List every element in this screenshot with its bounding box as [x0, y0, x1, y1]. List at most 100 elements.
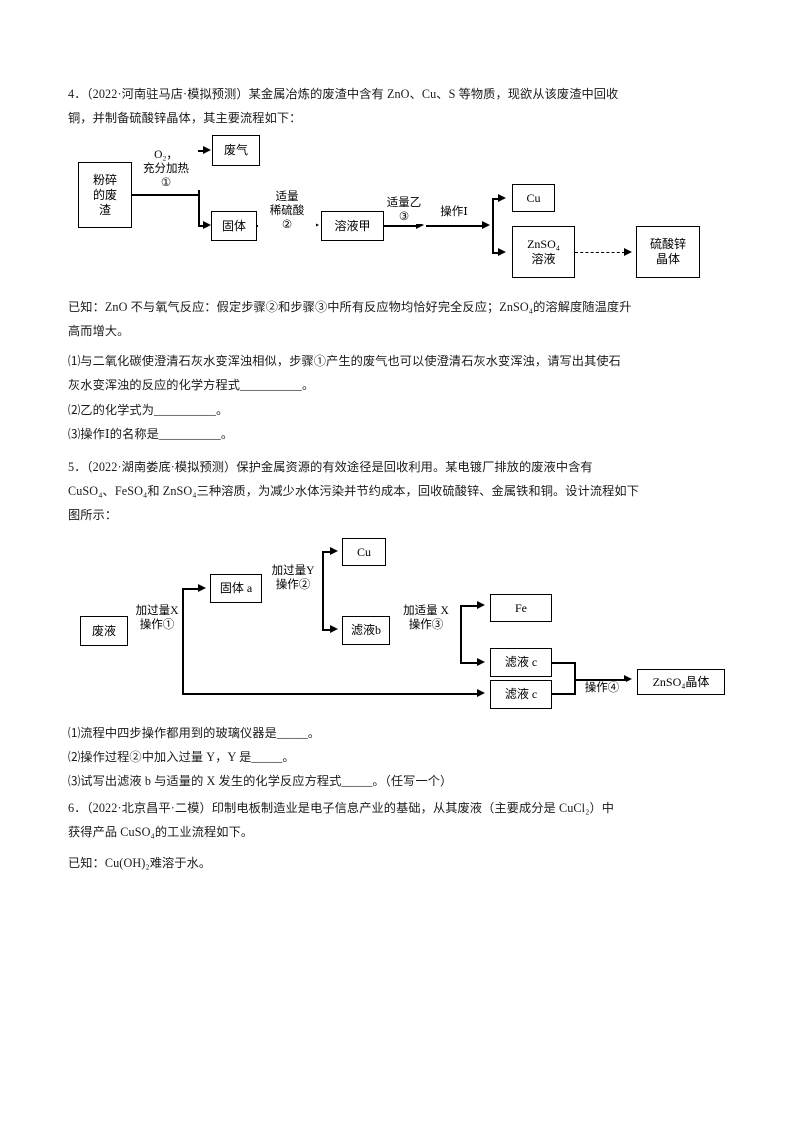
diagram1-line-to-solid	[198, 225, 206, 227]
waste-gas-line1: 废气	[223, 143, 248, 157]
op3-line2: 操作③	[408, 619, 444, 631]
diagram2-label-op3: 加适量 X 操作③	[390, 604, 462, 632]
diagram1-arrow-to-cu	[498, 194, 506, 202]
diagram2-arrow-to-znso4-crystal	[624, 675, 632, 683]
diagram2-line-merge-to-crystal	[574, 679, 626, 681]
diagram1-label-step2: 适量 稀硫酸 ②	[258, 190, 316, 232]
diagram2-arrow-to-fe	[477, 601, 485, 609]
diagram1-dashed-line-to-crystal	[575, 252, 625, 253]
diagram2-line-junction1-vertical	[182, 588, 184, 694]
diagram1-box-znso4-solution: ZnSO₄ 溶液	[512, 226, 575, 278]
filtrate-b-line1: 滤液b	[350, 623, 381, 637]
flow-diagram-1: 粉碎 的废 渣 O₂， 充分加热 ① 废气 固体 适量 稀硫酸	[0, 0, 794, 300]
diagram2-arrow-to-filtratec-lower	[477, 689, 485, 697]
znso4-crystal-line1: ZnSO₄晶体	[652, 674, 710, 689]
diagram2-label-op2: 加过量Y 操作②	[262, 564, 324, 592]
q4-stem-line1: 4．（2022·河南驻马店·模拟预测）某金属冶炼的废渣中含有 ZnO、Cu、S …	[68, 87, 619, 101]
q5-sub1: ⑴流程中四步操作都用到的玻璃仪器是_____。	[68, 726, 321, 740]
diagram1-line-solution-to-op	[384, 225, 418, 227]
diagram2-line-merge-lower	[552, 693, 576, 695]
diagram1-arrow-to-crystal	[624, 248, 632, 256]
diagram1-box-zinc-sulfate-crystal: 硫酸锌 晶体	[636, 226, 700, 278]
q4-sub2: ⑵乙的化学式为__________。	[68, 403, 229, 417]
step2-line3: ②	[281, 219, 293, 231]
diagram2-line-to-fe	[460, 605, 478, 607]
step2-line1: 适量	[275, 191, 299, 203]
diagram1-label-step3: 适量乙 ③	[384, 196, 424, 224]
q4-stem-line2: 铜，并制备硫酸锌晶体，其主要流程如下：	[68, 111, 302, 125]
diagram2-line-merge-vertical	[574, 662, 576, 695]
op3-line1: 加适量 X	[403, 605, 449, 617]
diagram2-arrow-to-filtrate-b	[330, 625, 338, 633]
diagram2-box-filtrate-c-upper: 滤液 c	[490, 648, 552, 677]
step1-line1: O₂，	[154, 149, 178, 161]
op2-line1: 加过量Y	[271, 565, 315, 577]
q5-sub3: ⑶试写出滤液 b 与适量的 X 发生的化学反应方程式_____。（任写一个）	[68, 774, 453, 788]
diagram1-arrow-step3	[416, 221, 424, 229]
diagram2-line-bottom-bypass	[182, 693, 478, 695]
diagram2-label-op4: 操作④	[578, 681, 626, 695]
operation1-line1: 操作Ⅰ	[440, 206, 468, 218]
diagram2-line-split2-vertical	[322, 551, 324, 631]
diagram2-box-cu: Cu	[342, 538, 386, 566]
diagram2-box-fe: Fe	[490, 594, 552, 622]
znso4-solution-line2: 溶液	[531, 252, 556, 266]
diagram1-arrow-to-znso4	[498, 248, 506, 256]
diagram1-label-step1: O₂， 充分加热 ①	[132, 148, 200, 190]
zinc-crystal-line1: 硫酸锌	[649, 237, 686, 251]
diagram1-label-operation1: 操作Ⅰ	[428, 205, 480, 219]
diagram1-line-split-vertical	[492, 198, 494, 254]
step1-line2: 充分加热	[143, 163, 189, 175]
diagram1-box-waste-gas: 废气	[212, 135, 260, 166]
raw-waste-line1: 粉碎	[92, 172, 117, 187]
diagram2-box-filtrate-b: 滤液b	[342, 616, 390, 645]
op1-line1: 加过量X	[135, 605, 179, 617]
cu2-line1: Cu	[356, 544, 371, 559]
diagram1-line-stem	[132, 194, 200, 196]
q5-stem-line1: 5．（2022·湖南娄底·模拟预测）保护金属资源的有效途径是回收利用。某电镀厂排…	[68, 460, 593, 474]
filtrate-c-lower-line1: 滤液 c	[504, 687, 538, 701]
diagram2-box-waste-liquid: 废液	[80, 616, 128, 646]
diagram1-line-to-znso4	[492, 252, 500, 254]
diagram1-box-solution-jia: 溶液甲	[321, 211, 384, 241]
fe-line1: Fe	[515, 600, 527, 615]
q4-sub1-line2: 灰水变浑浊的反应的化学方程式__________。	[68, 378, 315, 392]
cu-line1: Cu	[526, 190, 541, 205]
diagram2-box-filtrate-c-lower: 滤液 c	[490, 680, 552, 709]
step3-line1: 适量乙	[386, 197, 422, 209]
diagram2-arrow-to-cu2	[330, 547, 338, 555]
step2-line2: 稀硫酸	[269, 205, 305, 217]
diagram2-label-op1: 加过量X 操作①	[128, 604, 186, 632]
solution-jia-line1: 溶液甲	[334, 218, 371, 233]
diagram1-arrow-to-solid	[203, 221, 211, 229]
filtrate-c-upper-line1: 滤液 c	[504, 655, 538, 669]
q6-known-line1: 已知：Cu(OH)₂难溶于水。	[68, 856, 212, 870]
step1-line3: ①	[160, 177, 172, 189]
op4-line1: 操作④	[584, 682, 620, 694]
step3-line2: ③	[398, 211, 410, 223]
diagram2-arrow-to-solid-a	[198, 584, 206, 592]
op2-line2: 操作②	[275, 579, 311, 591]
solid-line1: 固体	[221, 218, 246, 233]
zinc-crystal-line2: 晶体	[655, 252, 680, 266]
solid-a-line1: 固体 a	[219, 581, 253, 595]
diagram1-arrow-to-wastegas	[203, 146, 211, 154]
diagram2-line-merge-upper	[552, 662, 576, 664]
diagram2-line-to-filtrate-b	[322, 629, 332, 631]
znso4-solution-line1: ZnSO₄	[527, 237, 560, 251]
diagram1-line-to-wastegas	[198, 150, 206, 152]
diagram2-line-to-cu2	[322, 551, 332, 553]
q4-sub1-line1: ⑴与二氧化碳使澄清石灰水变浑浊相似，步骤①产生的废气也可以使澄清石灰水变浑浊，请…	[68, 354, 621, 368]
diagram1-line-to-cu	[492, 198, 500, 200]
diagram1-box-solid: 固体	[211, 211, 257, 241]
diagram2-arrow-to-filtratec-upper	[477, 658, 485, 666]
diagram2-line-split3-vertical	[460, 605, 462, 663]
q4-known-line2: 高而增大。	[68, 324, 130, 338]
q4-sub3: ⑶操作Ⅰ的名称是__________。	[68, 427, 234, 441]
diagram2-line-to-filtratec-upper	[460, 662, 478, 664]
q4-known-line1: 已知：ZnO 不与氧气反应：假定步骤②和步骤③中所有反应物均恰好完全反应；ZnS…	[68, 300, 632, 314]
q6-stem-line2: 获得产品 CuSO₄的工业流程如下。	[68, 825, 254, 839]
q5-sub2: ⑵操作过程②中加入过量 Y，Y 是_____。	[68, 750, 295, 764]
diagram1-line-op-to-split	[426, 225, 484, 227]
